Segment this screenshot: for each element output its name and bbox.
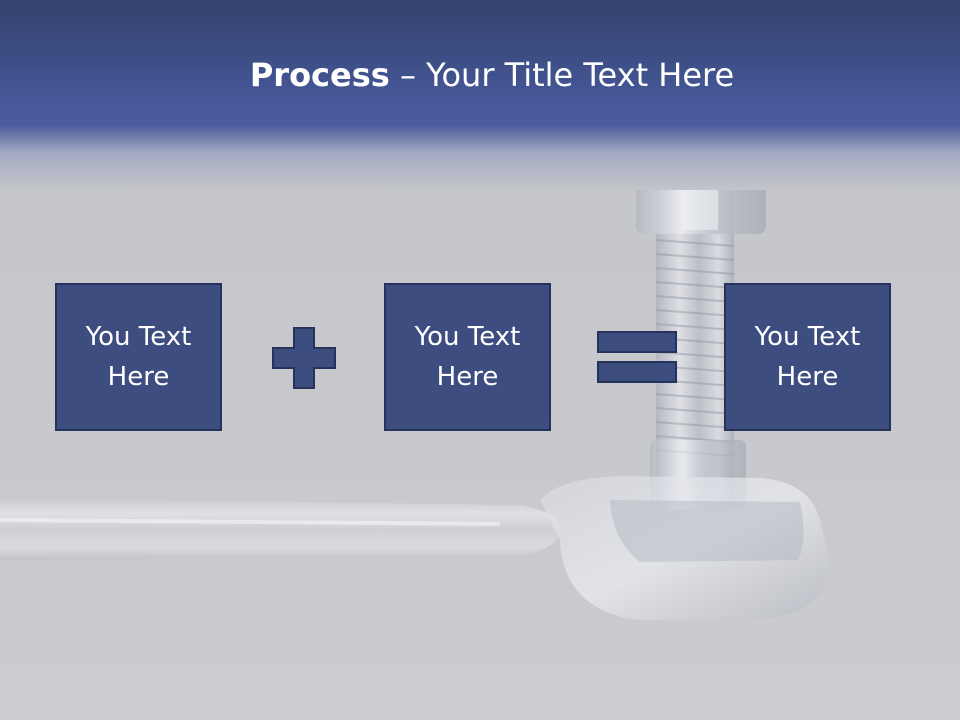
text-box-3-line1: You Text [754,322,861,352]
text-box-1[interactable]: You Text Here [55,283,222,431]
header-band [0,0,960,190]
text-box-2-line2: Here [436,362,499,392]
text-box-1-line1: You Text [85,322,192,352]
text-box-3-text: You Text Here [755,317,861,397]
title-bold: Process [249,56,390,94]
equals-icon [597,331,677,383]
title-rest: Your Title Text Here [426,56,735,94]
title-dash: – [389,56,427,94]
text-box-2-text: You Text Here [415,317,521,397]
text-box-1-text: You Text Here [86,317,192,397]
text-box-3-line2: Here [776,362,839,392]
slide-title: Process – Your Title Text Here [0,52,960,98]
text-box-2-line1: You Text [414,322,521,352]
plus-icon [272,327,336,389]
text-box-3[interactable]: You Text Here [724,283,891,431]
text-box-1-line2: Here [107,362,170,392]
text-box-2[interactable]: You Text Here [384,283,551,431]
